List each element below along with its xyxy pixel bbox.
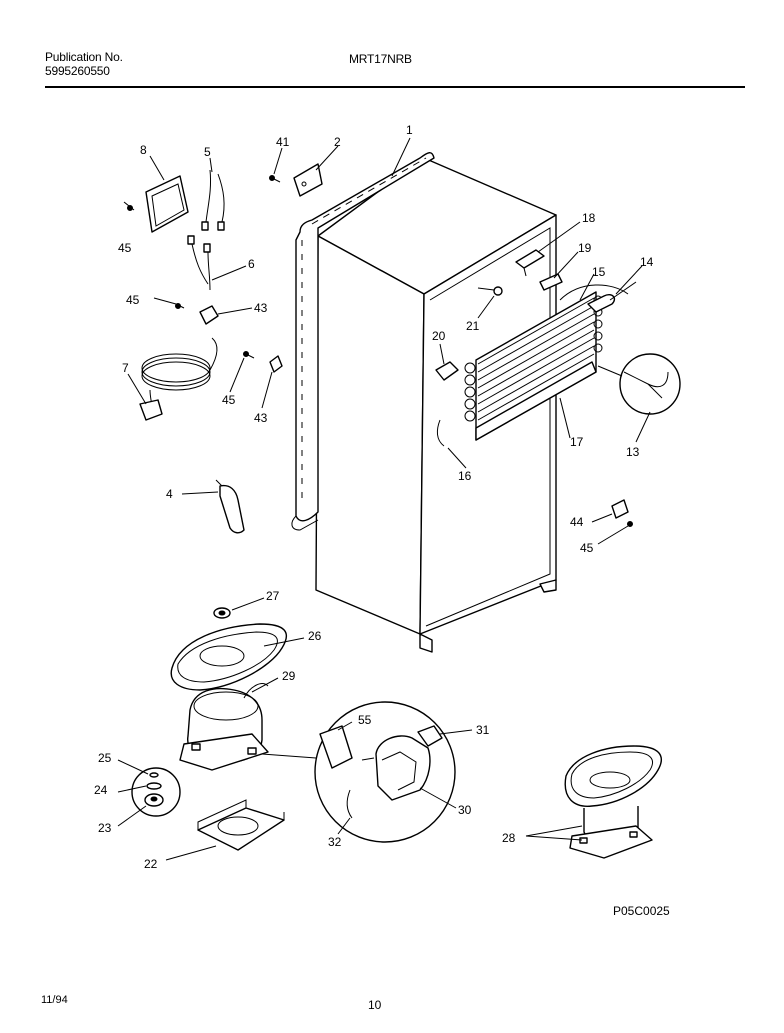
- callout-13: 13: [626, 445, 640, 459]
- evaporator-panel: [464, 284, 629, 441]
- callout-6: 6: [248, 257, 255, 271]
- callout-19: 19: [578, 241, 592, 255]
- callout-30: 30: [458, 803, 472, 817]
- screw-45-c: [243, 351, 255, 359]
- callout-labels: 1 2 4 5 6 7 8 13 14 15 16 17 18 19 20 21…: [94, 123, 654, 871]
- power-cord: [139, 337, 218, 421]
- callout-7: 7: [122, 361, 129, 375]
- relay-detail: [314, 701, 456, 843]
- screw-45-a: [123, 201, 135, 211]
- callout-15: 15: [592, 265, 606, 279]
- model-number: MRT17NRB: [349, 52, 412, 66]
- callout-14: 14: [640, 255, 654, 269]
- callout-20: 20: [432, 329, 446, 343]
- callout-41: 41: [276, 135, 290, 149]
- tube-16: [436, 419, 445, 447]
- callout-45-a: 45: [118, 241, 132, 255]
- callout-16: 16: [458, 469, 472, 483]
- callout-17: 17: [570, 435, 584, 449]
- callout-5: 5: [204, 145, 211, 159]
- cover-8: [145, 175, 189, 233]
- publication-number: 5995260550: [45, 64, 110, 78]
- part-43-b: [269, 355, 283, 373]
- callout-26: 26: [308, 629, 322, 643]
- part-43-a: [199, 305, 219, 325]
- compressor-29: [179, 683, 269, 771]
- callout-55: 55: [358, 713, 372, 727]
- callout-21: 21: [466, 319, 480, 333]
- tube-4: [215, 479, 245, 534]
- callout-22: 22: [144, 857, 158, 871]
- drain-pan-26: [170, 623, 287, 691]
- callout-32: 32: [328, 835, 342, 849]
- compressor-pan-28: [564, 745, 662, 859]
- callout-23: 23: [98, 821, 112, 835]
- callout-2: 2: [334, 135, 341, 149]
- screw-45-b: [175, 303, 185, 309]
- callout-43-a: 43: [254, 301, 268, 315]
- callout-31: 31: [476, 723, 490, 737]
- clip-20: [435, 361, 459, 381]
- base-plate-22: [197, 799, 285, 851]
- callout-29: 29: [282, 669, 296, 683]
- harness-5: [201, 169, 225, 231]
- lead-compressor-to-detail: [261, 753, 317, 759]
- part-44: [611, 499, 629, 519]
- figure-code: P05C0025: [613, 904, 670, 918]
- leader-lines: [117, 137, 651, 861]
- callout-45-c: 45: [222, 393, 236, 407]
- bracket-18: [515, 249, 545, 277]
- callout-43-b: 43: [254, 411, 268, 425]
- harness-6: [187, 235, 211, 291]
- callout-45-b: 45: [126, 293, 140, 307]
- callout-4: 4: [166, 487, 173, 501]
- drier-tube: [587, 281, 637, 313]
- callout-24: 24: [94, 783, 108, 797]
- header-rule: [45, 86, 745, 88]
- callout-8: 8: [140, 143, 147, 157]
- condenser-coil: [291, 152, 435, 531]
- capillary-detail: [597, 353, 681, 415]
- grommet-19: [539, 273, 563, 291]
- print-date: 11/94: [41, 994, 68, 1006]
- screw-45-d: [627, 521, 633, 527]
- callout-45-d: 45: [580, 541, 594, 555]
- callout-25: 25: [98, 751, 112, 765]
- screw-41: [269, 175, 281, 183]
- publication-label: Publication No.: [45, 50, 123, 64]
- callout-1: 1: [406, 123, 413, 137]
- callout-28: 28: [502, 831, 516, 845]
- callout-18: 18: [582, 211, 596, 225]
- screw-21: [477, 286, 503, 296]
- grommet-27: [213, 607, 231, 619]
- callout-27: 27: [266, 589, 280, 603]
- mount-detail-23-25: [131, 767, 181, 817]
- page-number: 10: [368, 998, 382, 1012]
- bracket-2: [293, 163, 323, 197]
- callout-44: 44: [570, 515, 584, 529]
